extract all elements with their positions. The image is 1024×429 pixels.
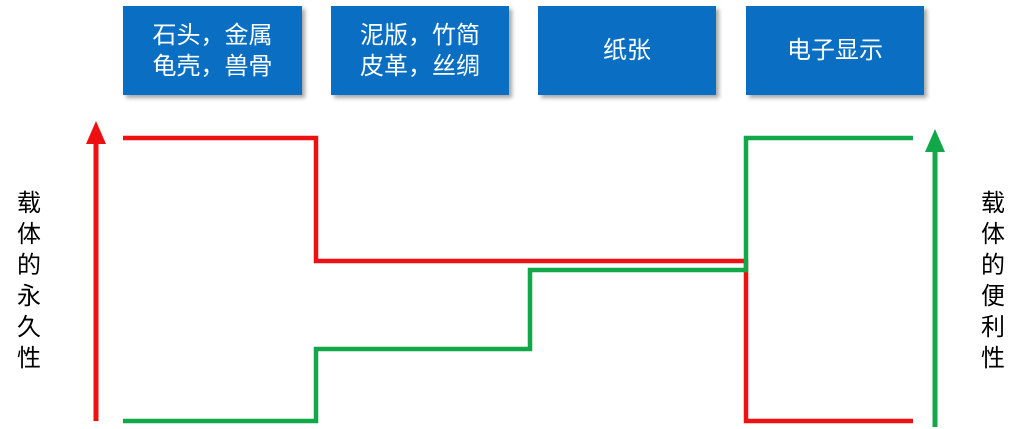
- era-label-line: 龟壳，兽骨: [152, 51, 273, 80]
- era-label-line: 电子显示: [787, 36, 883, 64]
- era-label-line: 石头，金属: [152, 20, 273, 49]
- era-label-line: 泥版，竹简: [360, 20, 480, 49]
- axis-label-char: 体: [17, 220, 41, 248]
- permanence-step-line: [123, 135, 913, 424]
- axis-label-char: 的: [17, 251, 41, 279]
- axis-label-char: 载: [17, 189, 41, 217]
- axis-label-char: 的: [981, 251, 1005, 279]
- axis-label-char: 体: [981, 220, 1005, 248]
- axis-label-char: 永: [17, 282, 41, 310]
- axis-label-char: 便: [981, 282, 1005, 310]
- right-axis-label: 载 体 的 便 利 性: [978, 188, 1008, 374]
- convenience-step-line: [123, 135, 913, 424]
- era-label-line: 皮革，丝绸: [360, 51, 480, 80]
- era-box-stone-metal: 石头，金属 龟壳，兽骨: [123, 6, 302, 95]
- era-box-clay-bamboo: 泥版，竹简 皮革，丝绸: [331, 6, 509, 95]
- era-box-electronic: 电子显示: [746, 6, 924, 95]
- axis-label-char: 利: [981, 313, 1005, 341]
- right-arrow-head: [925, 129, 945, 152]
- axis-label-char: 久: [17, 313, 41, 341]
- left-arrow-head: [86, 121, 106, 144]
- era-box-paper: 纸张: [538, 6, 716, 95]
- axis-label-char: 性: [981, 344, 1005, 372]
- axis-label-char: 性: [17, 344, 41, 372]
- axis-label-char: 载: [981, 189, 1005, 217]
- era-label-line: 纸张: [603, 36, 651, 64]
- left-axis-label: 载 体 的 永 久 性: [14, 188, 44, 374]
